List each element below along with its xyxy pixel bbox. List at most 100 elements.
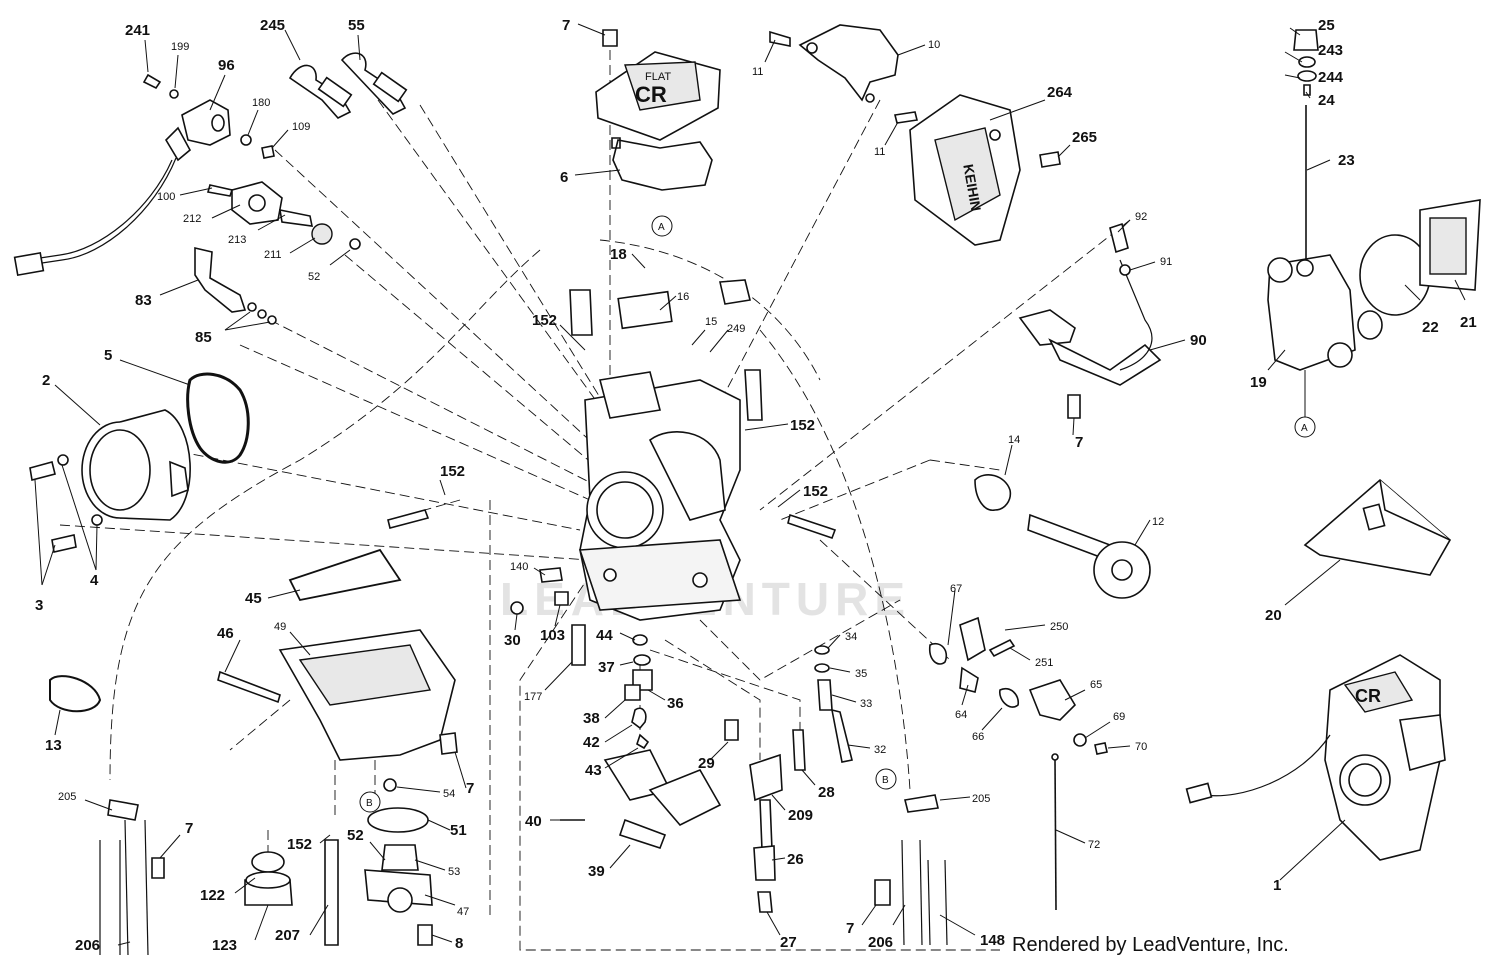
callout-213: 213 (228, 234, 246, 246)
callout-85: 85 (195, 329, 212, 346)
callout-12: 12 (1152, 516, 1164, 528)
reference-circles: A A B B (359, 215, 1316, 813)
throttle-cover: KEIHIN (909, 94, 1061, 246)
callout-30: 30 (504, 632, 521, 649)
callout-244: 244 (1318, 69, 1344, 86)
callout-44: 44 (596, 627, 613, 644)
carburetor-body (578, 279, 751, 621)
callout-243: 243 (1318, 42, 1343, 59)
top-cover: FLAT CR (595, 29, 721, 191)
callout-13: 13 (45, 737, 62, 754)
callout-7-bowl: 7 (466, 780, 474, 797)
callout-4: 4 (90, 572, 99, 589)
callout-39: 39 (588, 863, 605, 880)
intake-adaptor (29, 372, 250, 553)
callout-46: 46 (217, 625, 234, 642)
callout-140: 140 (510, 561, 528, 573)
ref-circle-a-top: A (658, 222, 665, 233)
callout-35: 35 (855, 668, 867, 680)
callout-152-a: 152 (532, 312, 557, 329)
leak-jet-assembly (1267, 29, 1481, 371)
hot-start-plunger (814, 645, 853, 763)
callout-40: 40 (525, 813, 542, 830)
callout-249: 249 (727, 323, 745, 335)
callout-38: 38 (583, 710, 600, 727)
flat-stamp: FLAT (645, 71, 671, 83)
callout-7-right: 7 (846, 920, 854, 937)
tool-pouch (1303, 478, 1452, 576)
callout-8: 8 (455, 935, 463, 952)
callout-206-right: 206 (868, 934, 893, 951)
callout-27: 27 (780, 934, 797, 951)
callout-251: 251 (1035, 657, 1053, 669)
callout-241: 241 (125, 22, 150, 39)
callout-19: 19 (1250, 374, 1267, 391)
callout-20: 20 (1265, 607, 1282, 624)
ref-circle-a-right: A (1301, 423, 1308, 434)
callout-37: 37 (598, 659, 615, 676)
throttle-stop-assembly (928, 616, 1108, 911)
callout-53: 53 (448, 866, 460, 878)
float-assembly (560, 749, 722, 849)
callout-24: 24 (1318, 92, 1335, 109)
callout-123: 123 (212, 937, 237, 954)
jets-and-screws (510, 567, 806, 913)
callout-22: 22 (1422, 319, 1439, 336)
callout-36: 36 (667, 695, 684, 712)
callout-209: 209 (788, 807, 813, 824)
callout-72: 72 (1088, 839, 1100, 851)
throttle-sensor (13, 73, 231, 277)
callout-122: 122 (200, 887, 225, 904)
callout-11-b: 11 (874, 146, 885, 158)
callout-205-right: 205 (972, 793, 990, 805)
callout-264: 264 (1047, 84, 1073, 101)
leader-lines (34, 23, 1466, 946)
callout-25: 25 (1318, 17, 1335, 34)
callout-65: 65 (1090, 679, 1102, 691)
callout-66: 66 (972, 731, 984, 743)
cr-stamp-assembled: CR (1355, 686, 1381, 706)
callout-6: 6 (560, 169, 568, 186)
callout-100: 100 (157, 191, 175, 203)
throttle-position-sensor-right (1018, 222, 1162, 419)
callout-92: 92 (1135, 211, 1147, 223)
callout-47: 47 (457, 906, 469, 918)
callout-34: 34 (845, 631, 857, 643)
callout-26: 26 (787, 851, 804, 868)
assembled-carburetor: CR (1185, 654, 1446, 861)
callout-33: 33 (860, 698, 872, 710)
ref-circle-b-left: B (366, 798, 373, 809)
callout-7-left: 7 (185, 820, 193, 837)
float-bowl (49, 289, 837, 956)
callout-245: 245 (260, 17, 285, 34)
callout-15: 15 (705, 316, 717, 328)
callout-23: 23 (1338, 152, 1355, 169)
callout-109: 109 (292, 121, 310, 133)
footer-credit: Rendered by LeadVenture, Inc. (1012, 934, 1289, 956)
ref-circle-b-right: B (882, 775, 889, 786)
callout-177: 177 (524, 691, 542, 703)
callout-207: 207 (275, 927, 300, 944)
callout-152-d: 152 (803, 483, 828, 500)
callout-148: 148 (980, 932, 1005, 949)
callout-1: 1 (1273, 877, 1281, 894)
callout-152-e: 152 (287, 836, 312, 853)
callout-11-a: 11 (752, 66, 763, 78)
callout-67: 67 (950, 583, 962, 595)
callout-43: 43 (585, 762, 602, 779)
callout-206-left: 206 (75, 937, 100, 954)
accelerator-pump-cover (206, 181, 361, 250)
callout-42: 42 (583, 734, 600, 751)
callout-212: 212 (183, 213, 201, 225)
callout-250: 250 (1050, 621, 1068, 633)
callout-7-sensor: 7 (1075, 434, 1083, 451)
throttle-bracket-top (769, 24, 918, 124)
callout-103: 103 (540, 627, 565, 644)
callout-18: 18 (610, 246, 627, 263)
callout-152-c: 152 (440, 463, 465, 480)
callout-54: 54 (443, 788, 455, 800)
callout-3: 3 (35, 597, 43, 614)
throttle-spring-shaft (974, 474, 1151, 599)
callout-7-top: 7 (562, 17, 570, 34)
